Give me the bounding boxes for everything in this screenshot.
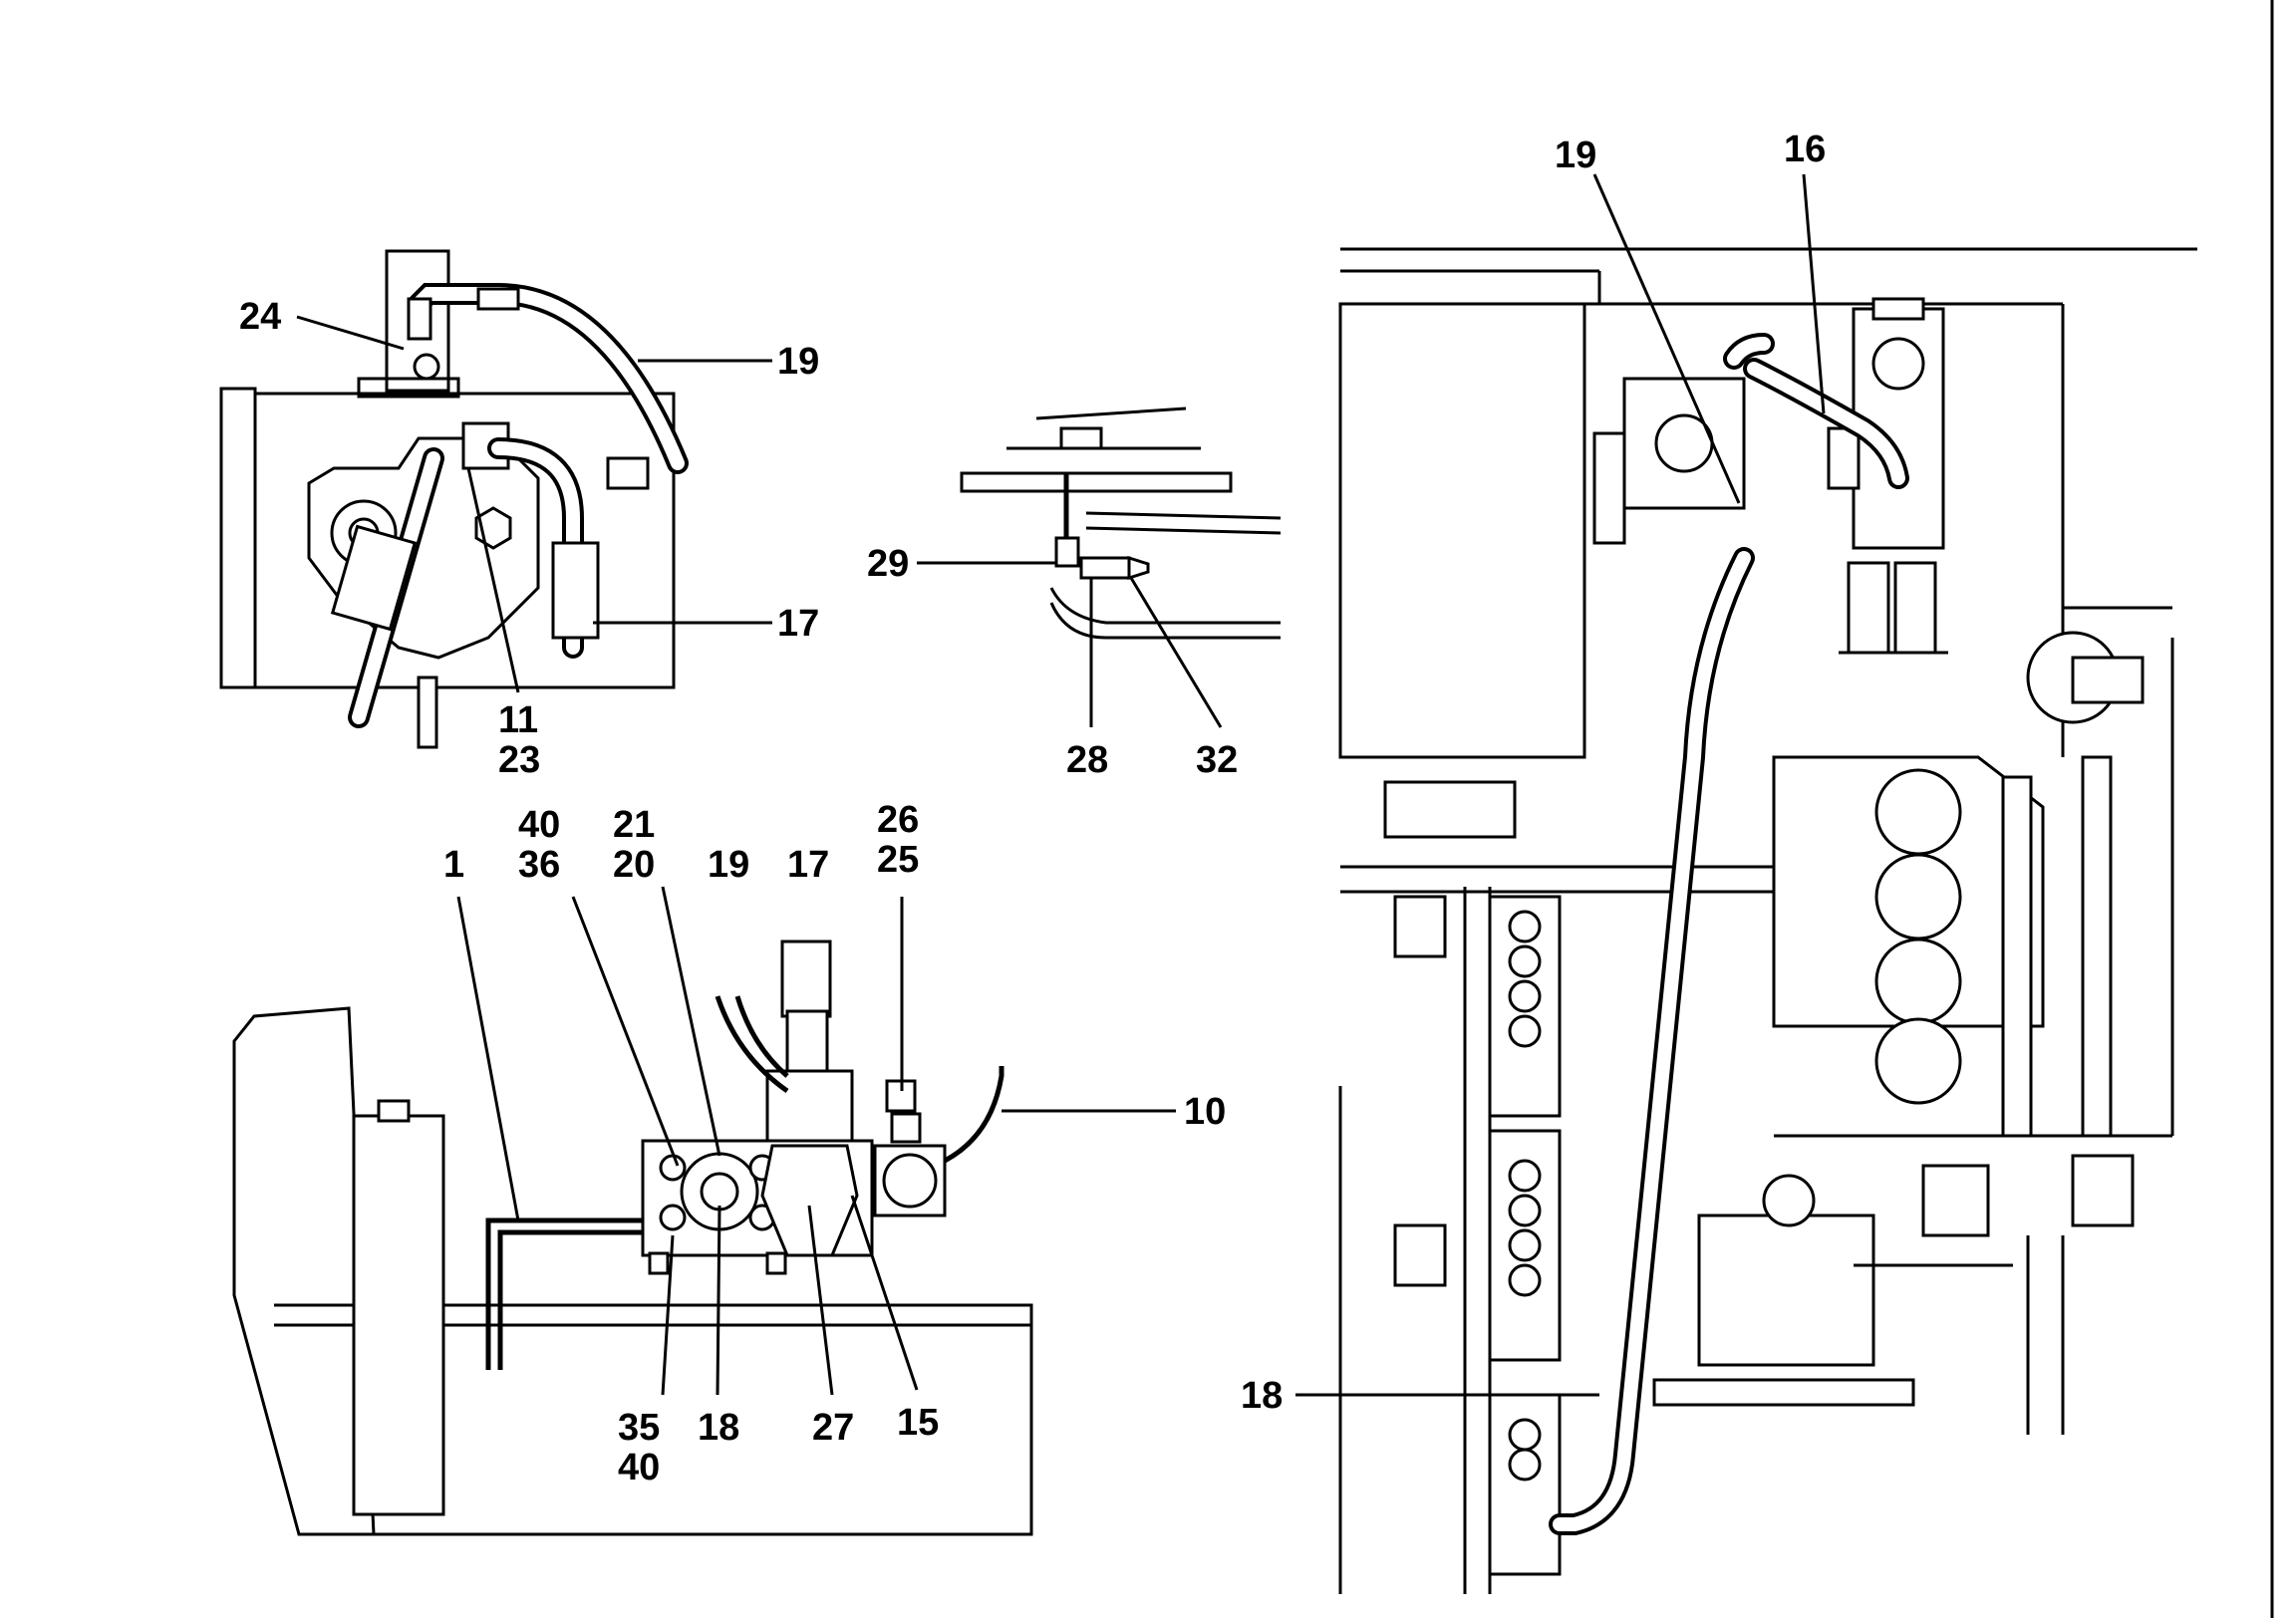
callout-19: 19	[708, 844, 749, 886]
callout-11: 11	[498, 699, 538, 741]
view-engine-overview	[1295, 173, 2197, 1594]
callout-40: 40	[618, 1447, 660, 1488]
callout-17: 17	[777, 603, 819, 645]
callout-18: 18	[1241, 1375, 1283, 1417]
callout-16: 16	[1784, 129, 1826, 170]
callout-40: 40	[518, 804, 560, 846]
callout-17: 17	[787, 844, 829, 886]
callout-20: 20	[613, 844, 655, 886]
view-valve-detail	[219, 249, 772, 749]
callout-32: 32	[1196, 739, 1238, 781]
callout-35: 35	[618, 1407, 660, 1449]
callout-15: 15	[897, 1402, 939, 1444]
callout-27: 27	[812, 1407, 854, 1449]
callout-19: 19	[777, 341, 819, 383]
callout-29: 29	[867, 543, 909, 585]
callout-25: 25	[877, 839, 919, 881]
callout-1: 1	[443, 844, 464, 886]
callout-23: 23	[498, 739, 540, 781]
callout-21: 21	[613, 804, 655, 846]
view-manifold-detail	[232, 886, 1176, 1536]
callout-18: 18	[698, 1407, 739, 1449]
callout-19: 19	[1555, 135, 1596, 176]
callout-28: 28	[1066, 739, 1108, 781]
callout-10: 10	[1184, 1091, 1226, 1133]
callout-26: 26	[877, 799, 919, 841]
callout-36: 36	[518, 844, 560, 886]
callout-24: 24	[239, 296, 281, 338]
view-fitting-detail	[917, 406, 1282, 728]
